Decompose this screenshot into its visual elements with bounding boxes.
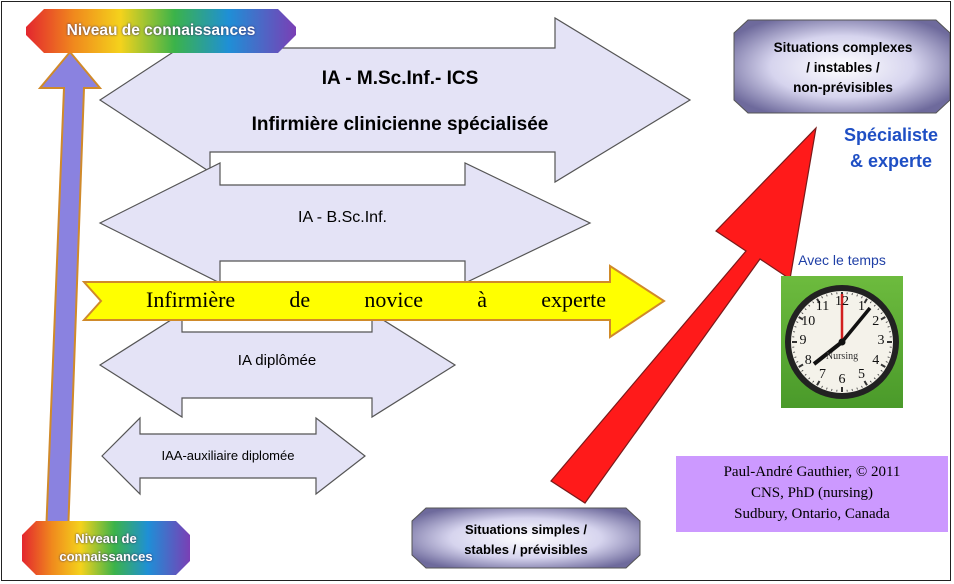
clock-tick	[794, 326, 797, 328]
clock-numeral: 10	[801, 313, 816, 329]
clock-tick	[801, 312, 804, 315]
auxiliary-double-arrow	[101, 416, 366, 496]
clock-tick	[804, 308, 807, 311]
knowledge-level-bottom-line1: Niveau de	[75, 531, 137, 546]
credit-line3: Sudbury, Ontario, Canada	[734, 506, 890, 522]
clock-tick	[863, 298, 868, 304]
clock-tick	[826, 294, 828, 297]
clock-label: Nursing	[825, 351, 859, 362]
clock-tick	[821, 296, 823, 299]
clock-tick	[869, 301, 872, 304]
clock-tick	[861, 296, 863, 299]
clock-tick	[808, 304, 811, 307]
clock-numeral: 6	[838, 372, 846, 387]
clock-tick	[804, 373, 807, 376]
ics-title: IA - M.Sc.Inf.- ICS	[321, 68, 479, 89]
complex-line2: / instables /	[806, 60, 880, 75]
clock-tick	[796, 361, 799, 363]
novice-word-5: experte	[541, 287, 606, 312]
clock-tick	[812, 301, 815, 304]
clock-numeral: 7	[819, 366, 826, 382]
clock-numeral: 2	[872, 313, 880, 329]
complex-situations-badge	[733, 19, 951, 114]
clock-tick	[821, 385, 823, 388]
clock-numeral: 4	[872, 352, 880, 368]
clock-tick	[861, 385, 863, 388]
clock-tick	[880, 363, 886, 368]
progression-red-arrow	[550, 126, 817, 504]
credit-box: Paul-André Gauthier, © 2011 CNS, PhD (nu…	[676, 456, 948, 532]
clock-tick	[873, 377, 876, 380]
clock-tick	[796, 321, 799, 323]
complex-line3: non-prévisibles	[793, 80, 893, 95]
clock-numeral: 1	[858, 299, 865, 315]
novice-word-2: de	[289, 287, 311, 312]
clock-tick	[808, 377, 811, 380]
clock-tick	[887, 326, 890, 328]
clock-tick	[812, 380, 815, 383]
clock-tick	[856, 294, 858, 297]
clock-tick	[794, 356, 797, 358]
clock-tick	[877, 373, 880, 376]
clock-tick	[856, 387, 858, 390]
novice-word-3: novice	[364, 287, 424, 312]
clock-tick	[816, 298, 821, 304]
ics-subtitle: Infirmière clinicienne spécialisée	[251, 114, 549, 135]
credit-line1: Paul-André Gauthier, © 2011	[723, 464, 901, 480]
knowledge-level-bottom-badge: Niveau de connaissances	[22, 521, 190, 575]
vertical-knowledge-arrow	[37, 50, 103, 536]
specialist-line2: & experte	[849, 151, 933, 171]
clock-tick	[880, 312, 883, 315]
clock-numeral: 12	[835, 294, 849, 309]
clock-tick	[880, 369, 883, 372]
novice-word-1: Infirmière	[146, 287, 236, 312]
clock-numeral: 8	[804, 352, 812, 368]
clock-tick	[873, 304, 876, 307]
knowledge-level-top-badge: Niveau de connaissances	[26, 9, 296, 53]
knowledge-level-bottom-line2: connaissances	[59, 549, 153, 564]
diploma-double-arrow	[98, 311, 457, 419]
diploma-label: IA diplômée	[237, 352, 317, 369]
clock-numeral: 11	[815, 299, 830, 315]
specialist-text: Spécialiste & experte	[828, 122, 954, 174]
simple-line1: Situations simples /	[464, 522, 588, 537]
clock-tick	[880, 316, 886, 321]
clock-caption: Avec le temps	[798, 252, 886, 268]
auxiliary-label: IAA-auxiliaire diplomée	[161, 448, 295, 463]
complex-line1: Situations complexes	[773, 40, 913, 55]
clock-numeral: 9	[799, 333, 807, 348]
clock-tick	[798, 363, 804, 368]
clock-numeral: 3	[877, 333, 885, 348]
novice-expert-label: Infirmière de novice à experte	[146, 287, 606, 313]
novice-word-4: à	[477, 287, 488, 312]
clock-tick	[816, 380, 821, 386]
bsc-label: IA - B.Sc.Inf.	[298, 209, 387, 226]
clock-tick	[863, 380, 868, 386]
clock-tick	[877, 308, 880, 311]
credit-line2: CNS, PhD (nursing)	[750, 485, 874, 501]
simple-situations-text: Situations simples / stables / prévisibl…	[418, 520, 634, 560]
clock-tick	[798, 316, 804, 321]
clock-tick	[885, 361, 888, 363]
clock-tick	[887, 356, 890, 358]
simple-line2: stables / prévisibles	[464, 542, 588, 557]
clock-tick	[801, 369, 804, 372]
clock-numeral: 5	[858, 366, 865, 382]
clock-tick	[869, 380, 872, 383]
clock-tick	[885, 321, 888, 323]
bsc-double-arrow	[98, 162, 592, 284]
clock-tick	[826, 387, 828, 390]
complex-situations-text: Situations complexes / instables / non-p…	[738, 38, 948, 98]
novice-expert-arrow	[81, 264, 666, 339]
simple-situations-badge	[411, 507, 641, 569]
specialist-line1: Spécialiste	[843, 125, 939, 145]
